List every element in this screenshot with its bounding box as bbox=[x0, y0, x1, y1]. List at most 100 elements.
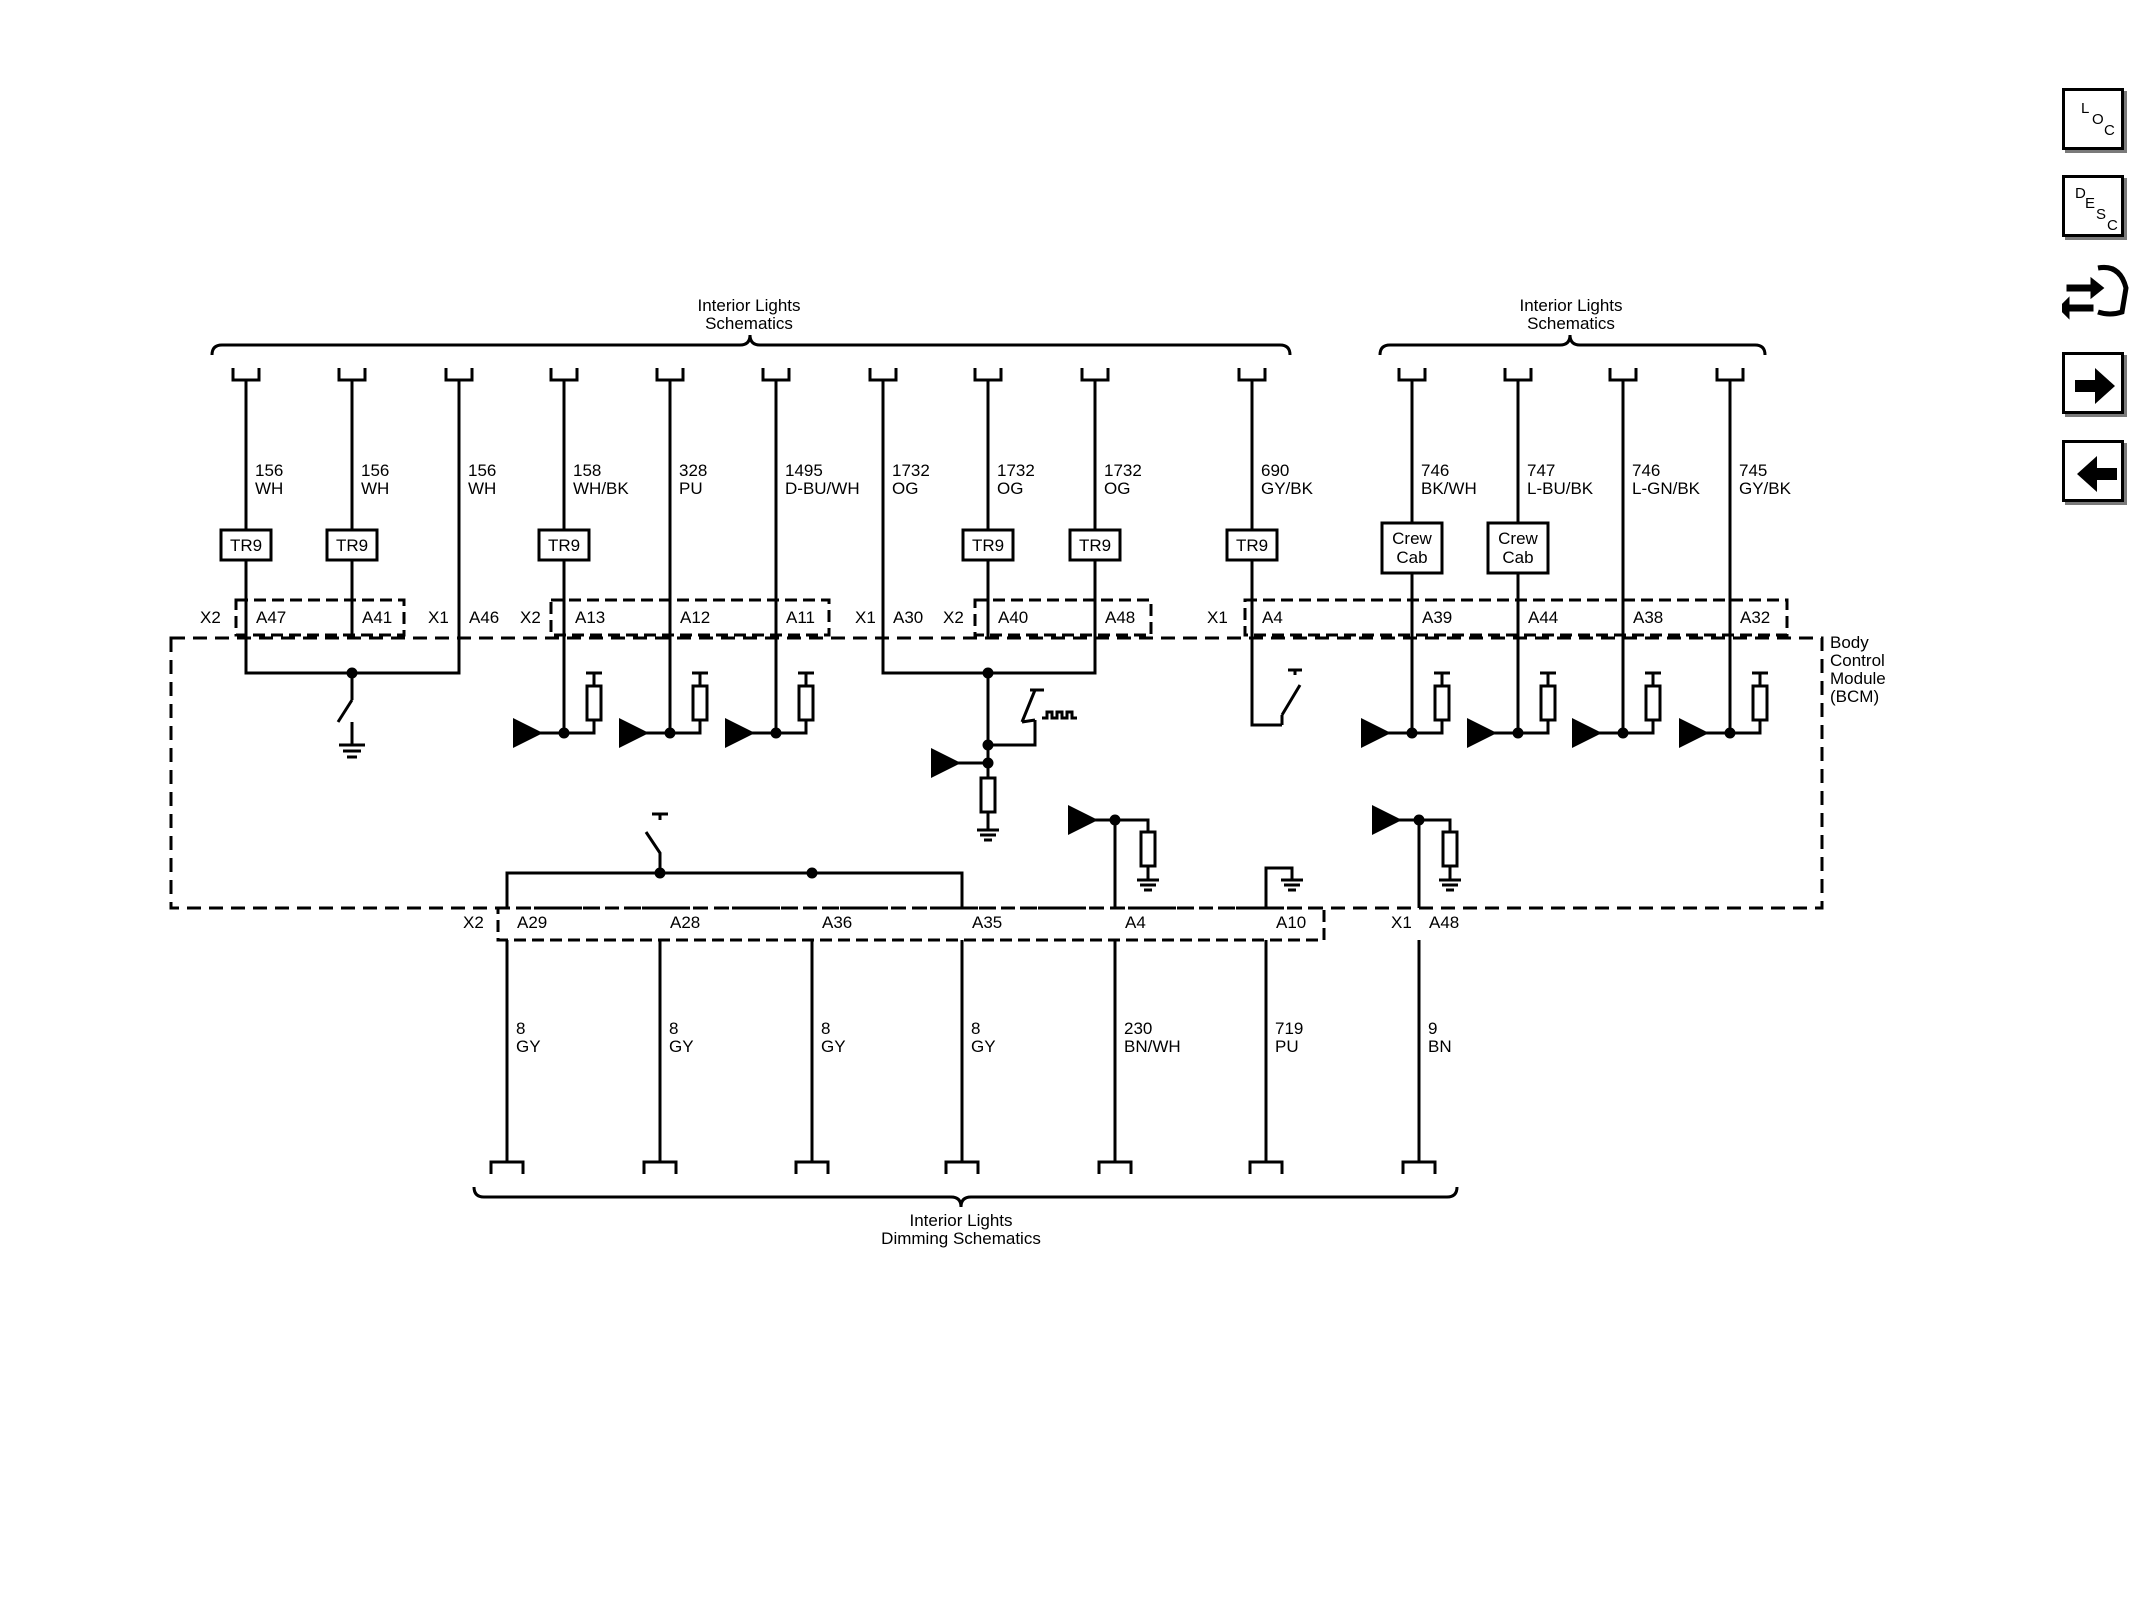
desc-letter: C bbox=[2107, 217, 2118, 234]
connector-terminal bbox=[444, 368, 474, 382]
next-page-button[interactable] bbox=[2062, 352, 2124, 414]
wire-color-label: WH bbox=[468, 479, 496, 498]
wire-1732 bbox=[868, 368, 898, 638]
wire-158 bbox=[513, 368, 603, 748]
resistor bbox=[691, 684, 709, 722]
wire-color-label: D-BU/WH bbox=[785, 479, 860, 498]
wire-color-label: WH/BK bbox=[573, 479, 629, 498]
wire-circuit-label: 1495 bbox=[785, 461, 823, 480]
prev-page-button[interactable] bbox=[2062, 440, 2124, 502]
wire-color-label: WH bbox=[255, 479, 283, 498]
harness-label: Interior Lights bbox=[910, 1211, 1013, 1230]
wire-color-label: OG bbox=[892, 479, 918, 498]
bottom-harness-bracket bbox=[472, 1186, 1459, 1208]
connector-terminal bbox=[1237, 368, 1267, 382]
inline-tr9 bbox=[325, 528, 379, 562]
harness-label: Interior Lights bbox=[698, 296, 801, 315]
module-label: Control bbox=[1830, 651, 1885, 670]
wire-circuit-label: 8 bbox=[516, 1019, 525, 1038]
module-label: Body bbox=[1830, 633, 1869, 652]
top-right-harness-bracket bbox=[1378, 334, 1767, 356]
desc-letter: D bbox=[2075, 185, 2086, 202]
wire-circuit-label: 158 bbox=[573, 461, 601, 480]
connector-terminal bbox=[761, 368, 791, 382]
wire-color-label: PU bbox=[679, 479, 703, 498]
resistor bbox=[1644, 684, 1662, 722]
desc-button[interactable]: D E S C bbox=[2062, 175, 2124, 237]
inline-label: TR9 bbox=[548, 536, 580, 555]
pin-label: A35 bbox=[972, 913, 1002, 932]
wire-8 bbox=[944, 940, 980, 1174]
inline-tr9 bbox=[961, 528, 1015, 562]
wire-color-label: L-BU/BK bbox=[1527, 479, 1594, 498]
pin-label: A46 bbox=[469, 608, 499, 627]
connector-id: X1 bbox=[855, 608, 876, 627]
connector-end-view-icon[interactable] bbox=[2057, 258, 2132, 334]
connector-box-a47-a41 bbox=[234, 598, 406, 637]
wire-745 bbox=[1679, 368, 1769, 748]
inline-label: TR9 bbox=[972, 536, 1004, 555]
connector-terminal bbox=[1248, 1160, 1284, 1174]
connector-id: X1 bbox=[1207, 608, 1228, 627]
module-label: Module bbox=[1830, 669, 1886, 688]
pin-label: A39 bbox=[1422, 608, 1452, 627]
bcm-outline bbox=[169, 636, 1824, 910]
inline-tr9 bbox=[1225, 528, 1279, 562]
wire-color-label: GY/BK bbox=[1739, 479, 1792, 498]
connector-terminal bbox=[549, 368, 579, 382]
connector-terminal bbox=[231, 368, 261, 382]
desc-letter: S bbox=[2096, 206, 2106, 223]
resistor bbox=[1539, 684, 1557, 722]
inline-label: TR9 bbox=[1236, 536, 1268, 555]
connector-box-a13-a11 bbox=[549, 598, 831, 637]
resistor bbox=[585, 684, 603, 722]
wire-circuit-label: 156 bbox=[468, 461, 496, 480]
connector-terminal bbox=[1397, 368, 1427, 382]
inline-tr9 bbox=[537, 528, 591, 562]
connector-id: X1 bbox=[428, 608, 449, 627]
connector-terminal bbox=[1080, 368, 1110, 382]
connector-terminal bbox=[1608, 368, 1638, 382]
dimming-bus bbox=[505, 871, 964, 908]
wire-color-label: PU bbox=[1275, 1037, 1299, 1056]
wire-747 bbox=[1467, 368, 1557, 748]
pin-label: A4 bbox=[1262, 608, 1283, 627]
wire-1495 bbox=[725, 368, 815, 748]
wire-1732 bbox=[1068, 368, 1122, 638]
inline-label: Cab bbox=[1396, 548, 1427, 567]
inline-crew-cab bbox=[1380, 521, 1444, 575]
connector-id: X1 bbox=[1391, 913, 1412, 932]
switch-contact bbox=[336, 699, 354, 723]
inline-label: TR9 bbox=[1079, 536, 1111, 555]
wire-circuit-label: 1732 bbox=[1104, 461, 1142, 480]
pin-label: A32 bbox=[1740, 608, 1770, 627]
pin-label: A11 bbox=[786, 608, 815, 627]
wire-circuit-label: 8 bbox=[669, 1019, 678, 1038]
connector-terminal bbox=[1503, 368, 1533, 382]
pin-label: A10 bbox=[1276, 913, 1306, 932]
inline-label: TR9 bbox=[336, 536, 368, 555]
wire-circuit-label: 690 bbox=[1261, 461, 1289, 480]
inline-label: Crew bbox=[1392, 529, 1432, 548]
connector-terminal bbox=[1097, 1160, 1133, 1174]
loc-button[interactable]: L O C bbox=[2062, 88, 2124, 150]
resistor bbox=[1433, 684, 1451, 722]
harness-label: Dimming Schematics bbox=[881, 1229, 1041, 1248]
resistor bbox=[1441, 830, 1459, 868]
pin-label: A38 bbox=[1633, 608, 1663, 627]
connector-terminal bbox=[1401, 1160, 1437, 1174]
harness-label: Schematics bbox=[705, 314, 793, 333]
wire-8 bbox=[794, 940, 830, 1174]
loc-letter: C bbox=[2104, 122, 2115, 139]
wire-746 bbox=[1572, 368, 1662, 748]
pin-label: A41 bbox=[362, 608, 392, 627]
wire-circuit-label: 156 bbox=[255, 461, 283, 480]
wire-circuit-label: 745 bbox=[1739, 461, 1767, 480]
wire-circuit-label: 746 bbox=[1421, 461, 1449, 480]
wire-8 bbox=[642, 940, 678, 1174]
connector-terminal bbox=[794, 1160, 830, 1174]
inline-tr9 bbox=[1068, 528, 1122, 562]
inline-tr9 bbox=[219, 528, 273, 562]
inline-label: Cab bbox=[1502, 548, 1533, 567]
